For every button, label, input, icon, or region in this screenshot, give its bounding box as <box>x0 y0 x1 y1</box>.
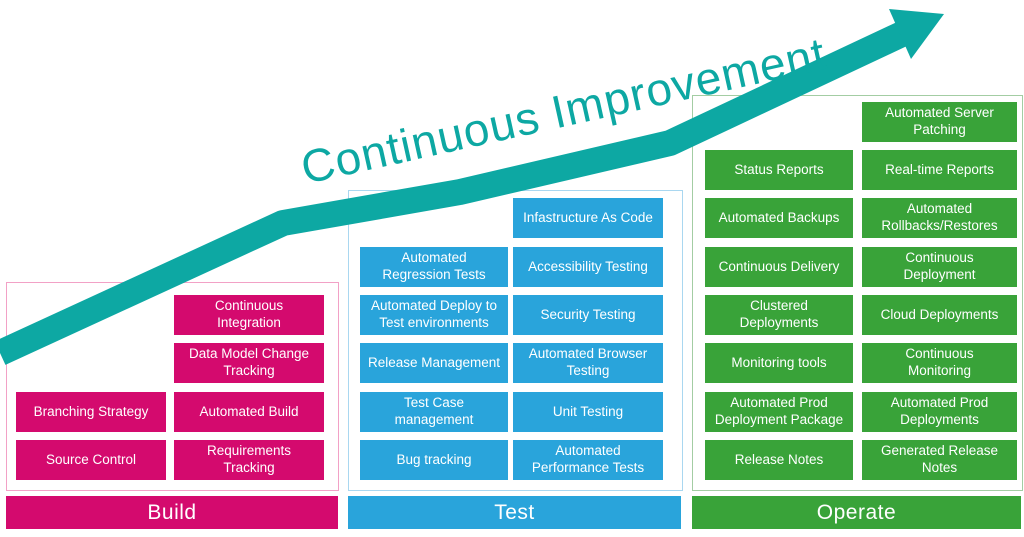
box-source-control: Source Control <box>16 440 166 480</box>
box-continuous-delivery: Continuous Delivery <box>705 247 853 287</box>
box-automated-deploy-to-test-environments: Automated Deploy to Test environments <box>360 295 508 335</box>
box-continuous-deployment: Continuous Deployment <box>862 247 1017 287</box>
box-continuous-integration: Continuous Integration <box>174 295 324 335</box>
arrow-head-icon <box>889 9 944 59</box>
box-unit-testing: Unit Testing <box>513 392 663 432</box>
box-infastructure-as-code: Infastructure As Code <box>513 198 663 238</box>
box-monitoring-tools: Monitoring tools <box>705 343 853 383</box>
box-automated-rollbacks-restores: Automated Rollbacks/Restores <box>862 198 1017 238</box>
box-automated-server-patching: Automated Server Patching <box>862 102 1017 142</box>
box-test-case-management: Test Case management <box>360 392 508 432</box>
box-generated-release-notes: Generated Release Notes <box>862 440 1017 480</box>
box-accessibility-testing: Accessibility Testing <box>513 247 663 287</box>
box-real-time-reports: Real-time Reports <box>862 150 1017 190</box>
box-automated-performance-tests: Automated Performance Tests <box>513 440 663 480</box>
operate-section-header: Operate <box>692 496 1021 529</box>
box-release-notes: Release Notes <box>705 440 853 480</box>
box-security-testing: Security Testing <box>513 295 663 335</box>
test-section-header: Test <box>348 496 681 529</box>
build-section-header: Build <box>6 496 338 529</box>
box-status-reports: Status Reports <box>705 150 853 190</box>
box-continuous-monitoring: Continuous Monitoring <box>862 343 1017 383</box>
box-cloud-deployments: Cloud Deployments <box>862 295 1017 335</box>
box-automated-build: Automated Build <box>174 392 324 432</box>
box-clustered-deployments: Clustered Deployments <box>705 295 853 335</box>
box-bug-tracking: Bug tracking <box>360 440 508 480</box>
box-automated-backups: Automated Backups <box>705 198 853 238</box>
box-automated-prod-deployments: Automated Prod Deployments <box>862 392 1017 432</box>
box-automated-browser-testing: Automated Browser Testing <box>513 343 663 383</box>
box-automated-prod-deployment-package: Automated Prod Deployment Package <box>705 392 853 432</box>
box-requirements-tracking: Requirements Tracking <box>174 440 324 480</box>
box-automated-regression-tests: Automated Regression Tests <box>360 247 508 287</box>
box-branching-strategy: Branching Strategy <box>16 392 166 432</box>
box-release-management: Release Management <box>360 343 508 383</box>
box-data-model-change-tracking: Data Model Change Tracking <box>174 343 324 383</box>
